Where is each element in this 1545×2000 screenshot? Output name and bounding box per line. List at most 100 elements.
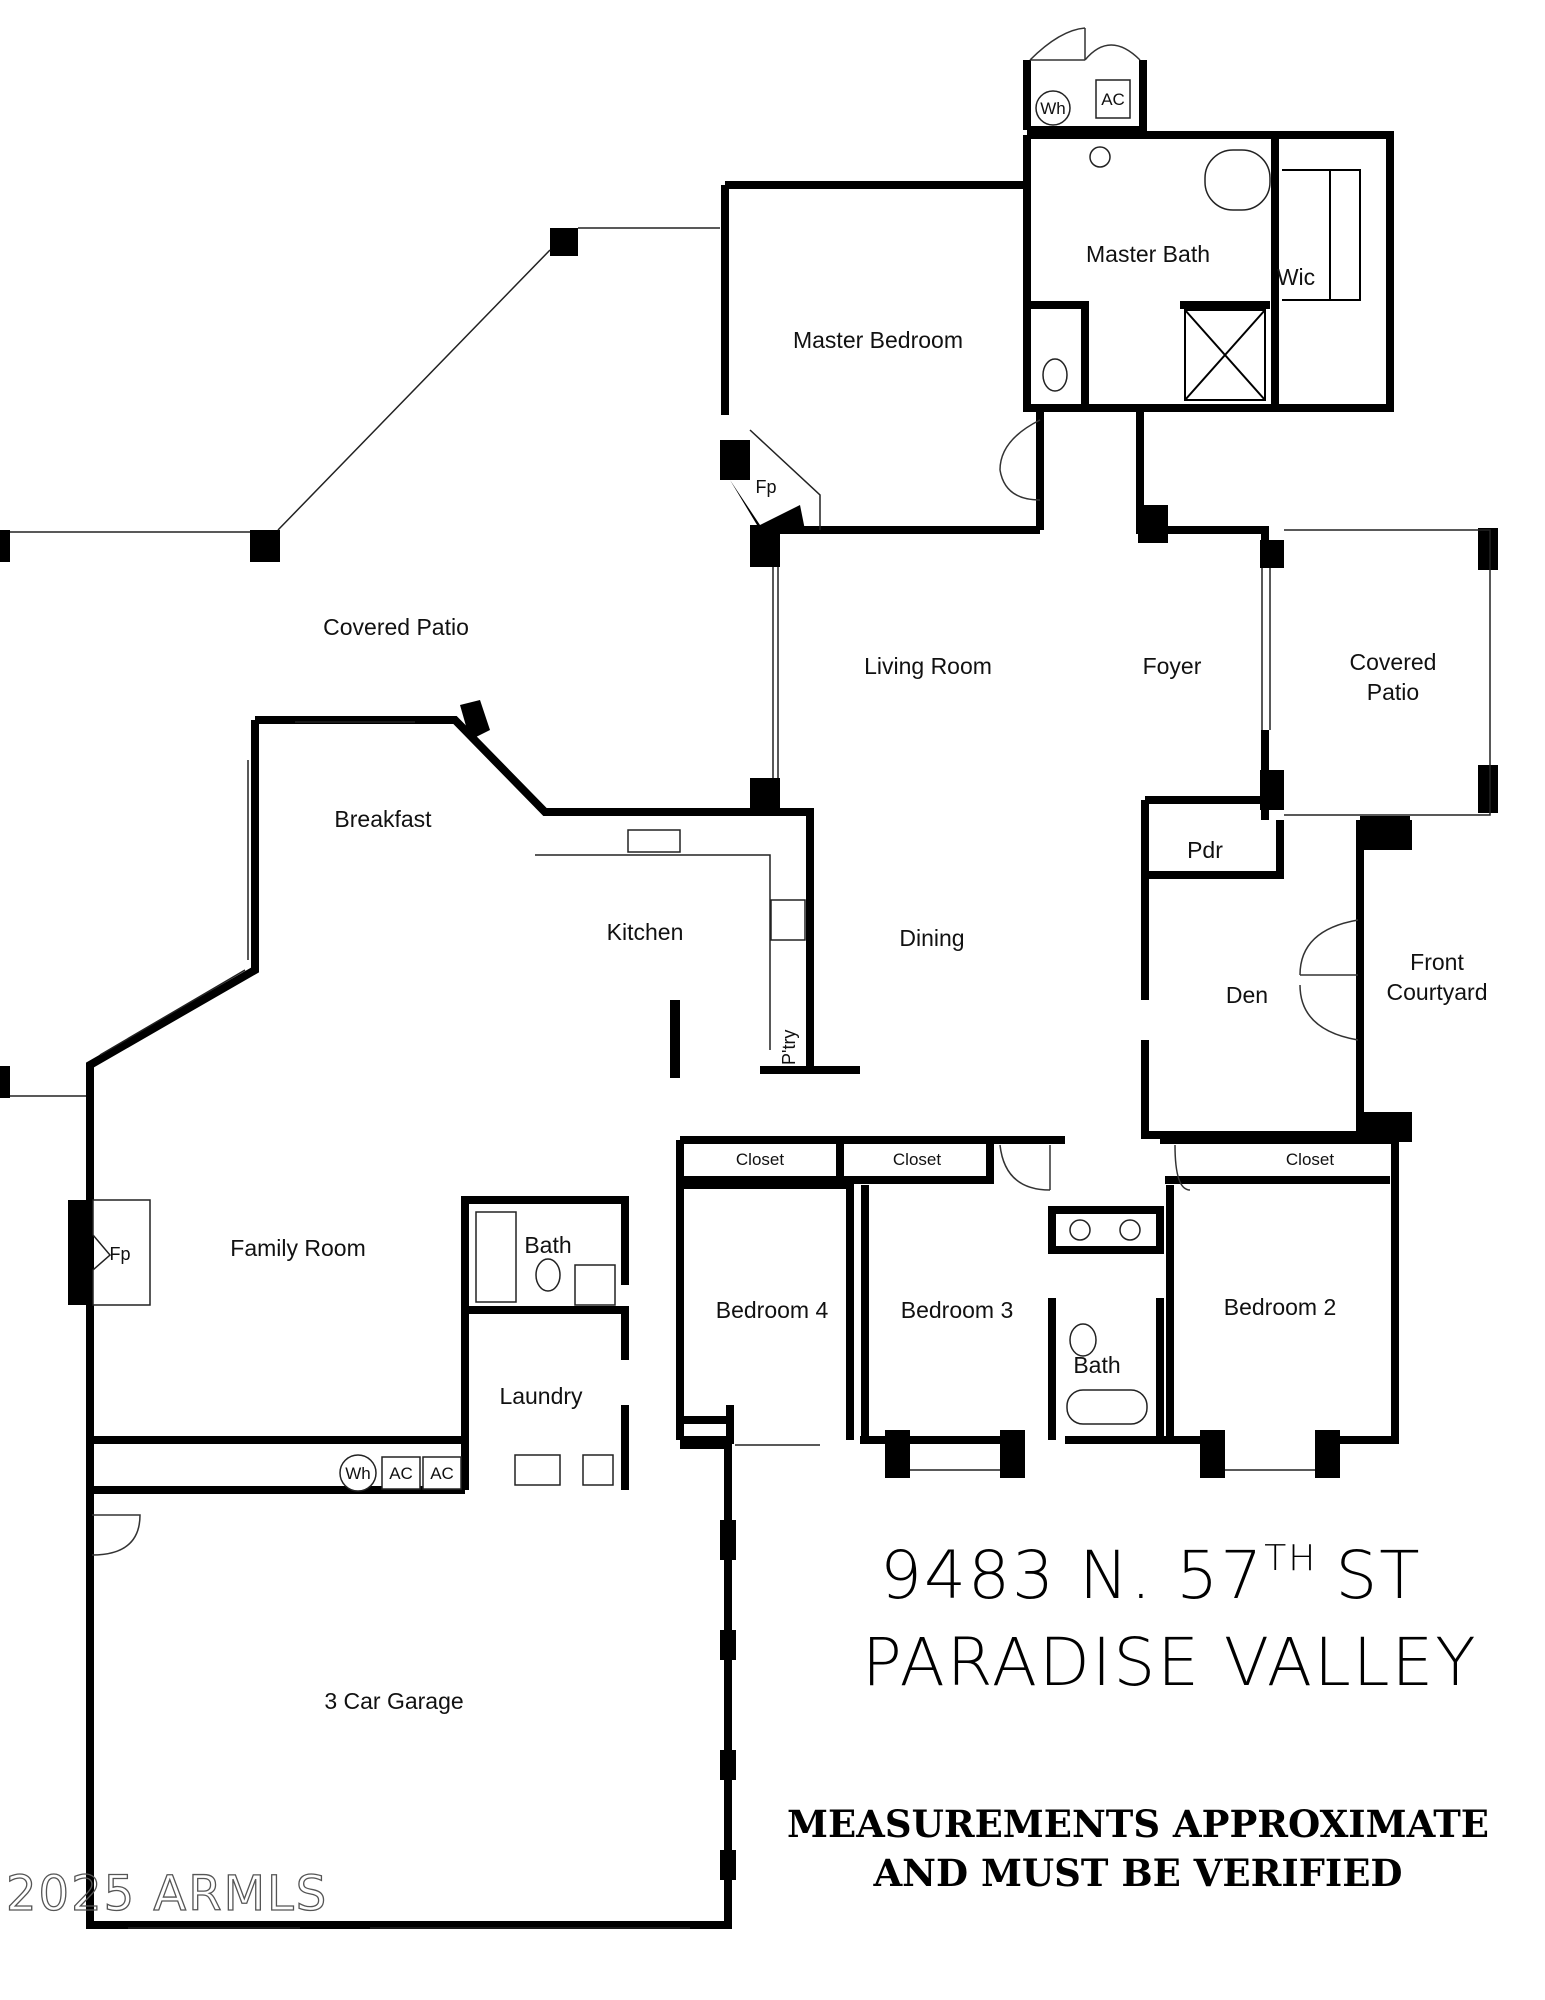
garage-ac-1 [381,1456,421,1490]
label-laundry: Laundry [499,1383,583,1409]
post-patio-edge-2 [0,1066,10,1098]
master-shower [1184,309,1266,401]
label-ac-garage-1: AC [389,1464,413,1483]
kitchen-counter [535,854,771,1050]
bath-toilet [535,1258,561,1292]
label-ac-garage-2: AC [430,1464,454,1483]
bath-vanity [574,1264,616,1306]
label-pdr: Pdr [1187,837,1223,863]
watermark: 2025 ARMLS [6,1866,328,1922]
label-fp-family: Fp [109,1244,130,1264]
post-foyer-1 [1138,505,1168,543]
post-front-patio-2 [1478,765,1498,813]
post-den-1 [1360,820,1412,850]
bay-post-3 [1200,1430,1225,1478]
notice-line2: AND MUST BE VERIFIED [872,1851,1402,1895]
post-front-patio-1 [1478,528,1498,570]
family-fireplace [68,1200,93,1305]
bay-post-1 [885,1430,910,1478]
post-garage-3 [720,1750,736,1780]
fireplace-block [720,440,750,480]
kitchen-cooktop [770,899,806,941]
bay-windows [735,1444,1315,1471]
breakfast-walls [86,720,259,1440]
master-entry-door [999,419,1041,501]
post-garage-1 [720,1520,736,1560]
post-patio-nw [550,228,578,256]
breakfast-window [99,721,415,1056]
label-living-room: Living Room [864,653,992,679]
label-bath-family: Bath [524,1232,571,1258]
label-ac-top: AC [1101,90,1125,109]
label-covered-patio-front-2: Patio [1367,679,1419,705]
label-bedroom-4: Bedroom 4 [716,1297,829,1323]
label-wic: Wic [1277,264,1315,290]
wic-shelf [1282,169,1361,301]
address-sup: TH [1264,1538,1317,1579]
mechanical-closet-doors [1029,27,1141,61]
master-bedroom-walls [721,181,1044,534]
label-garage: 3 Car Garage [324,1688,463,1714]
label-bath-hall: Bath [1073,1352,1120,1378]
master-sink [1089,146,1111,168]
post-foyer-2 [1260,540,1284,568]
den-french-doors [1299,919,1359,1041]
address-number: 9483 N. 57 [880,1537,1264,1614]
post-garage-4 [720,1850,736,1880]
address-line2: PARADISE VALLEY [862,1624,1478,1701]
label-master-bedroom: Master Bedroom [793,327,963,353]
label-fp-master: Fp [755,477,776,497]
label-closet-3: Closet [893,1150,941,1169]
master-tub [1204,149,1271,211]
mechanical-closet-walls [1023,60,1147,134]
label-bedroom-3: Bedroom 3 [901,1297,1014,1323]
garage-ac-2 [422,1456,462,1490]
fireplace-wedge [730,480,805,530]
garage-walls [86,1440,732,1929]
address-line1: 9483 N. 57TH ST [880,1537,1422,1614]
label-pantry: P'try [779,1030,799,1065]
bedroom-wing-walls [676,1136,1399,1444]
label-den: Den [1226,982,1268,1008]
post-garage-2 [720,1630,736,1660]
label-kitchen: Kitchen [607,919,684,945]
master-suite-walls [1023,131,1394,412]
master-fireplace-outline [749,429,821,530]
laundry-dryer [582,1454,614,1486]
label-front-courtyard-2: Courtyard [1387,979,1488,1005]
garage-water-heater [339,1454,377,1492]
master-toilet [1042,358,1068,392]
top-water-heater [1035,90,1071,126]
hall-bath-sink-2 [1119,1219,1141,1241]
label-master-bath: Master Bath [1086,241,1210,267]
top-ac [1095,79,1131,119]
post-patio-edge-1 [0,530,10,562]
address-street: ST [1335,1537,1421,1614]
label-family-room: Family Room [230,1235,365,1261]
label-breakfast: Breakfast [334,806,432,832]
label-front-courtyard-1: Front [1410,949,1464,975]
kitchen-walls [255,716,860,1074]
hall-bath-tub [1066,1389,1148,1425]
label-closet-2: Closet [1286,1150,1334,1169]
bath-tub [475,1211,517,1303]
family-hearth [92,1199,151,1306]
label-bedroom-2: Bedroom 2 [1224,1294,1337,1320]
hall-bath-toilet [1069,1323,1097,1357]
bay-post-4 [1315,1430,1340,1478]
kitchen-sink [627,829,681,853]
label-covered-patio-front-1: Covered [1350,649,1437,675]
family-walls [90,1196,629,1490]
foyer-glass [1261,568,1271,730]
closet-dividers [680,1140,1390,1440]
label-dining: Dining [899,925,964,951]
den-walls [1141,816,1410,1139]
hall-doors [999,1144,1191,1191]
label-wh-garage: Wh [345,1464,371,1483]
bedroom-partitions [680,1181,1174,1440]
rear-patio-outline [10,227,720,1097]
label-foyer: Foyer [1143,653,1202,679]
post-patio-w [250,530,280,562]
garage-entry-door [91,1514,141,1556]
